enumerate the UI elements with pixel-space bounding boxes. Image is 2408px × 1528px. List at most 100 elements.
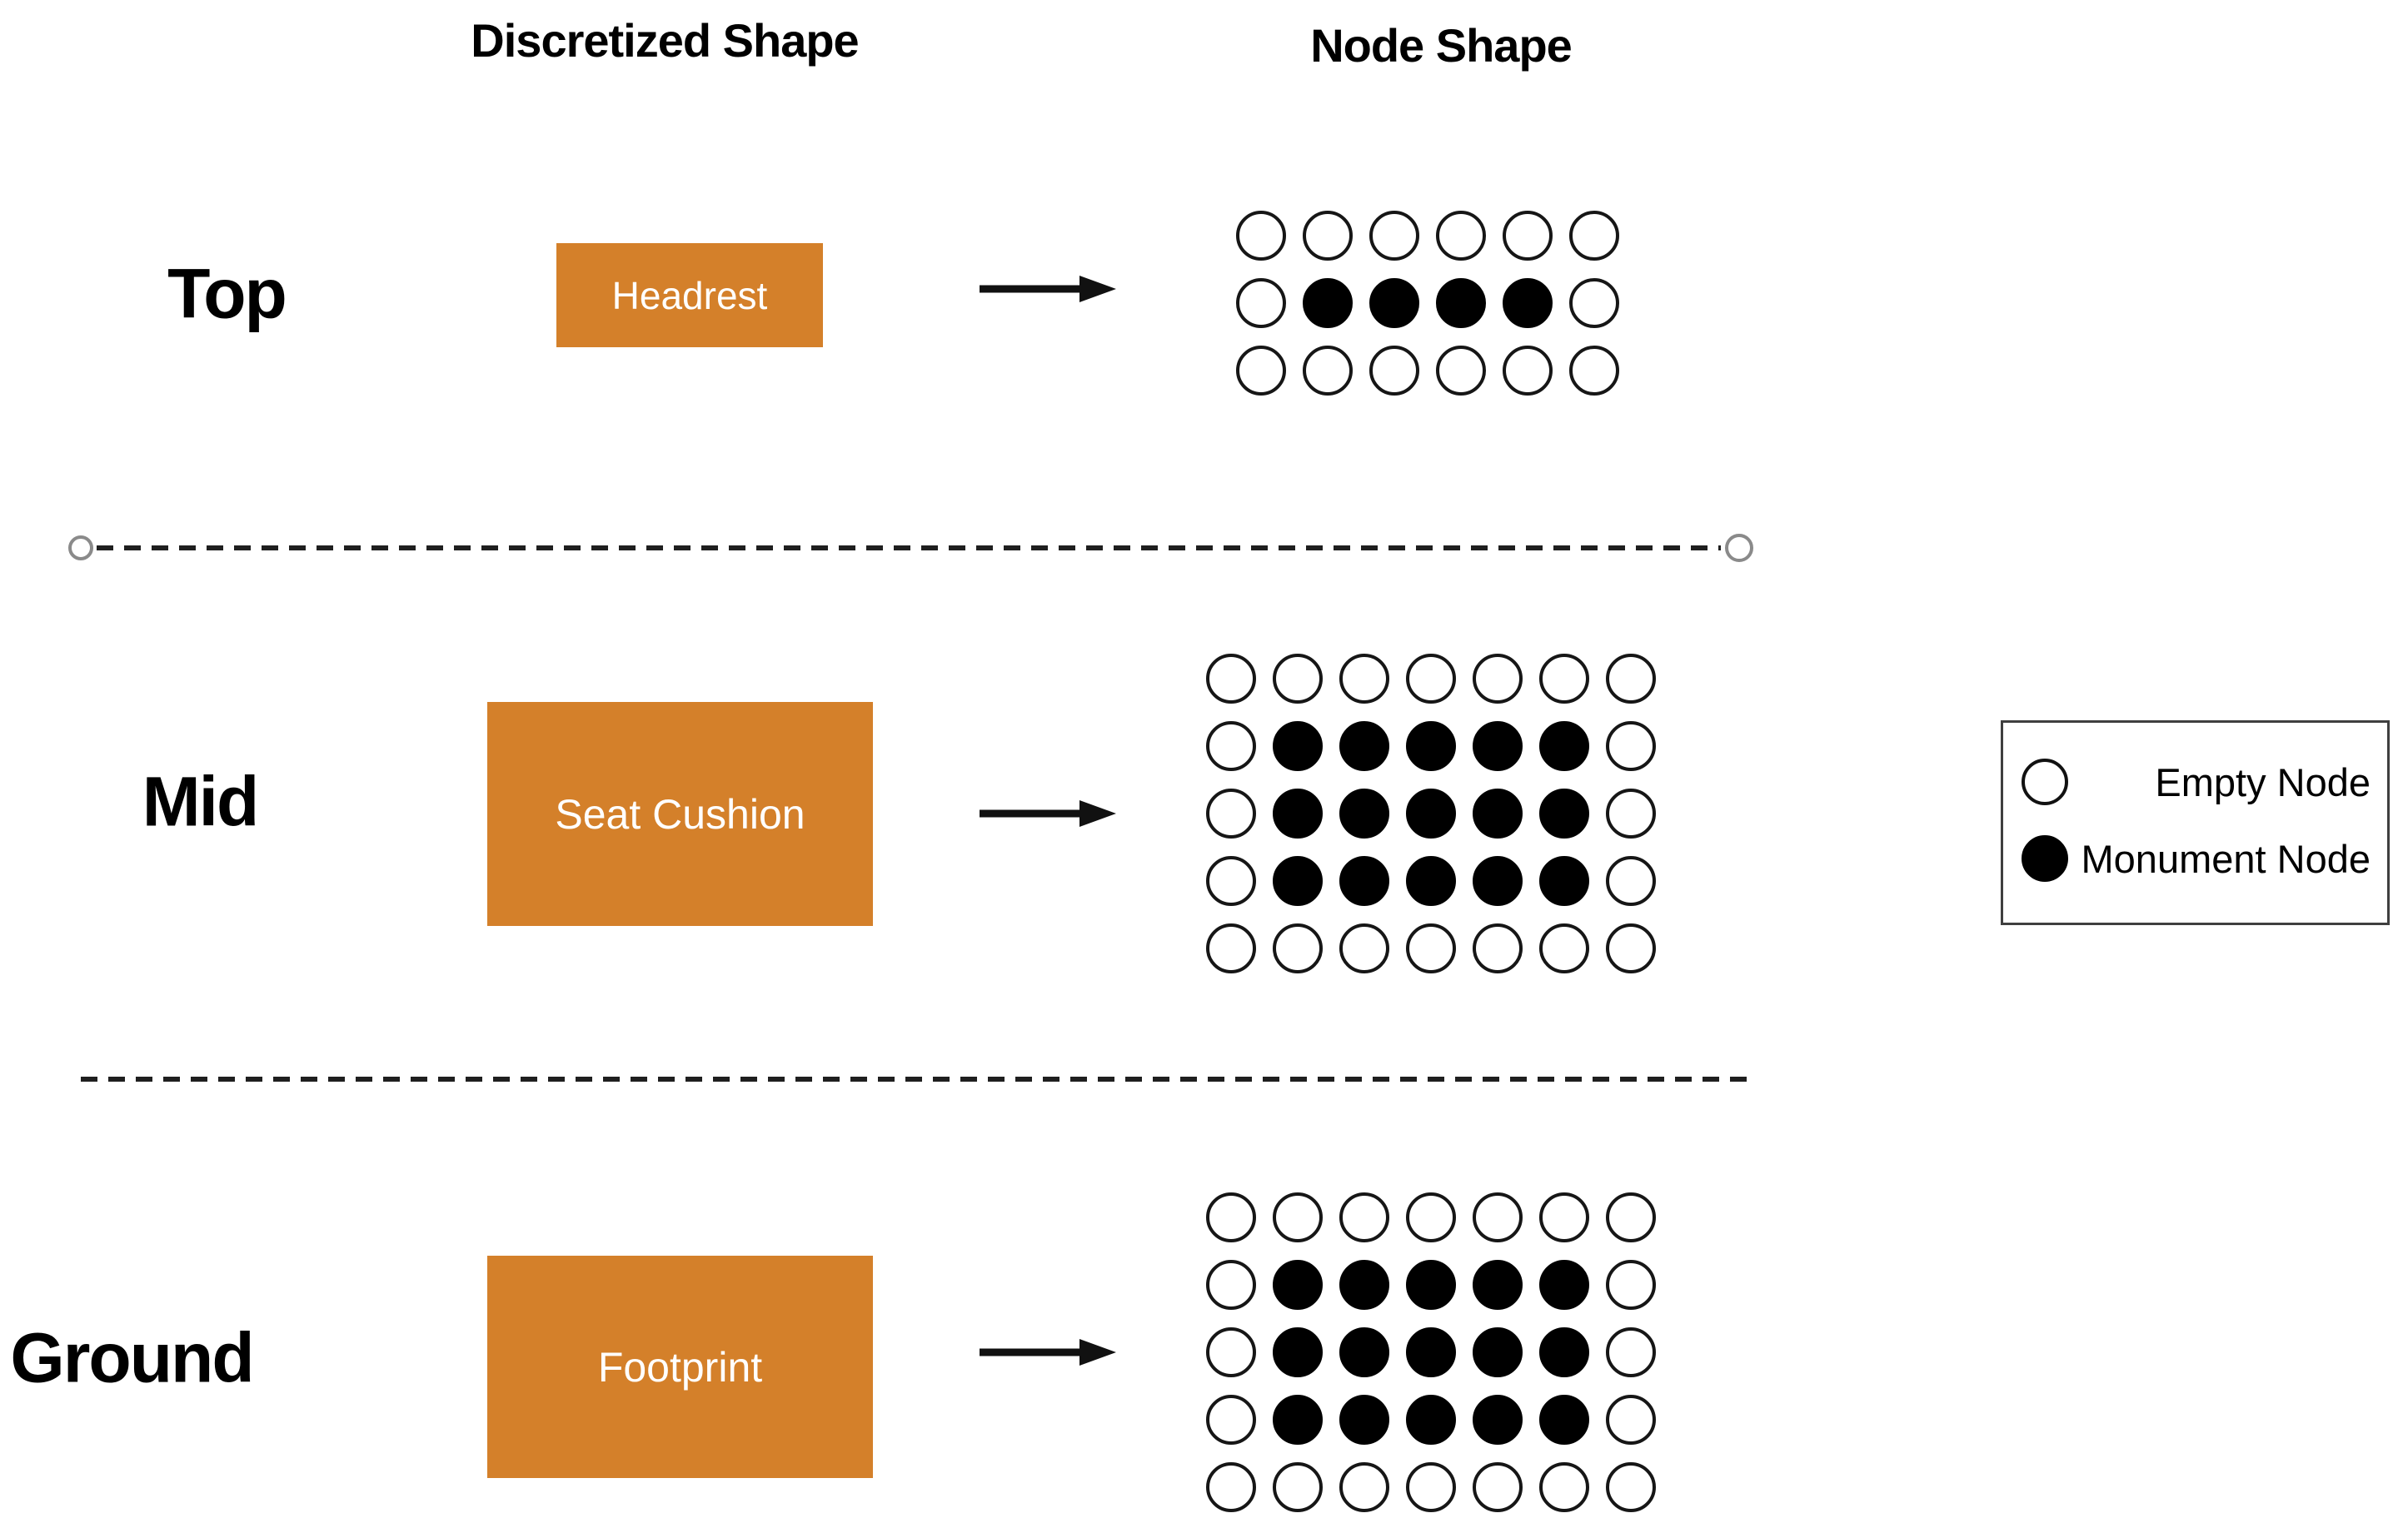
- monument-node: [1539, 1327, 1589, 1377]
- discretized-shape-headrest: Headrest: [556, 243, 823, 347]
- monument-node: [1406, 1260, 1456, 1310]
- monument-node: [1303, 278, 1353, 328]
- empty-node: [1273, 923, 1323, 973]
- monument-node: [1473, 1327, 1523, 1377]
- empty-node: [1303, 346, 1353, 396]
- monument-node: [1539, 856, 1589, 906]
- legend-label-monument-node: Monument Node: [2081, 836, 2371, 881]
- empty-node: [1406, 1462, 1456, 1512]
- monument-node: [1273, 1260, 1323, 1310]
- empty-node: [1236, 211, 1286, 261]
- column-header-discretized-shape: Discretized Shape: [471, 14, 859, 67]
- monument-node: [1406, 1395, 1456, 1445]
- empty-node: [1503, 211, 1553, 261]
- empty-node: [1236, 346, 1286, 396]
- monument-node: [1473, 856, 1523, 906]
- monument-node-icon: [2022, 835, 2068, 882]
- monument-node: [1473, 721, 1523, 771]
- legend-box: Empty Node Monument Node: [2001, 720, 2390, 925]
- empty-node: [1503, 346, 1553, 396]
- empty-node: [1339, 654, 1389, 704]
- row-label-ground: Ground: [10, 1318, 254, 1397]
- empty-node: [1606, 856, 1656, 906]
- monument-node: [1406, 789, 1456, 839]
- empty-node: [1339, 923, 1389, 973]
- monument-node: [1339, 1395, 1389, 1445]
- empty-node: [1406, 923, 1456, 973]
- section-divider-mid-ground: [81, 1077, 1757, 1082]
- legend-item-monument-node: Monument Node: [2022, 834, 2371, 883]
- empty-node: [1339, 1192, 1389, 1242]
- empty-node: [1369, 346, 1419, 396]
- empty-node: [1303, 211, 1353, 261]
- monument-node: [1436, 278, 1486, 328]
- empty-node: [1236, 278, 1286, 328]
- empty-node: [1206, 856, 1256, 906]
- divider-end-circle-right: [1725, 534, 1753, 562]
- monument-node: [1339, 856, 1389, 906]
- discretized-shape-footprint: Footprint: [487, 1256, 873, 1478]
- empty-node: [1206, 1395, 1256, 1445]
- row-label-top: Top: [167, 254, 287, 333]
- discretized-shape-seat-cushion: Seat Cushion: [487, 702, 873, 926]
- monument-node: [1273, 1327, 1323, 1377]
- empty-node: [1206, 1327, 1256, 1377]
- empty-node: [1606, 789, 1656, 839]
- shape-label-headrest: Headrest: [611, 273, 768, 317]
- empty-node: [1406, 1192, 1456, 1242]
- empty-node: [1539, 1462, 1589, 1512]
- empty-node: [1606, 654, 1656, 704]
- arrow-icon: [980, 1339, 1116, 1366]
- monument-node: [1539, 1260, 1589, 1310]
- monument-node: [1539, 1395, 1589, 1445]
- empty-node: [1606, 721, 1656, 771]
- arrow-icon: [980, 276, 1116, 302]
- column-header-node-shape: Node Shape: [1310, 19, 1573, 72]
- shape-label-footprint: Footprint: [597, 1343, 763, 1391]
- legend-item-empty-node: Empty Node: [2022, 758, 2371, 806]
- empty-node-icon: [2022, 759, 2068, 805]
- empty-node: [1569, 278, 1619, 328]
- empty-node: [1606, 1260, 1656, 1310]
- monument-node: [1406, 856, 1456, 906]
- monument-node: [1473, 1260, 1523, 1310]
- monument-node: [1273, 856, 1323, 906]
- monument-node: [1473, 1395, 1523, 1445]
- empty-node: [1273, 1462, 1323, 1512]
- monument-node: [1369, 278, 1419, 328]
- empty-node: [1436, 346, 1486, 396]
- monument-node: [1339, 721, 1389, 771]
- empty-node: [1206, 654, 1256, 704]
- empty-node: [1206, 1260, 1256, 1310]
- empty-node: [1206, 1192, 1256, 1242]
- empty-node: [1473, 654, 1523, 704]
- monument-node: [1539, 721, 1589, 771]
- divider-end-circle-left: [68, 535, 93, 560]
- monument-node: [1539, 789, 1589, 839]
- monument-node: [1273, 789, 1323, 839]
- empty-node: [1406, 654, 1456, 704]
- empty-node: [1369, 211, 1419, 261]
- empty-node: [1539, 1192, 1589, 1242]
- legend-label-empty-node: Empty Node: [2155, 759, 2371, 804]
- empty-node: [1206, 1462, 1256, 1512]
- monument-node: [1406, 721, 1456, 771]
- monument-node: [1406, 1327, 1456, 1377]
- node-grid-top: [1236, 211, 1619, 396]
- empty-node: [1473, 1462, 1523, 1512]
- empty-node: [1273, 1192, 1323, 1242]
- empty-node: [1606, 1395, 1656, 1445]
- empty-node: [1606, 1192, 1656, 1242]
- row-label-mid: Mid: [142, 762, 260, 841]
- shape-label-seat-cushion: Seat Cushion: [555, 790, 805, 838]
- empty-node: [1473, 1192, 1523, 1242]
- monument-node: [1339, 1260, 1389, 1310]
- empty-node: [1569, 211, 1619, 261]
- monument-node: [1473, 789, 1523, 839]
- empty-node: [1339, 1462, 1389, 1512]
- arrow-icon: [980, 800, 1116, 827]
- node-grid-ground: [1206, 1192, 1656, 1512]
- empty-node: [1206, 721, 1256, 771]
- empty-node: [1606, 923, 1656, 973]
